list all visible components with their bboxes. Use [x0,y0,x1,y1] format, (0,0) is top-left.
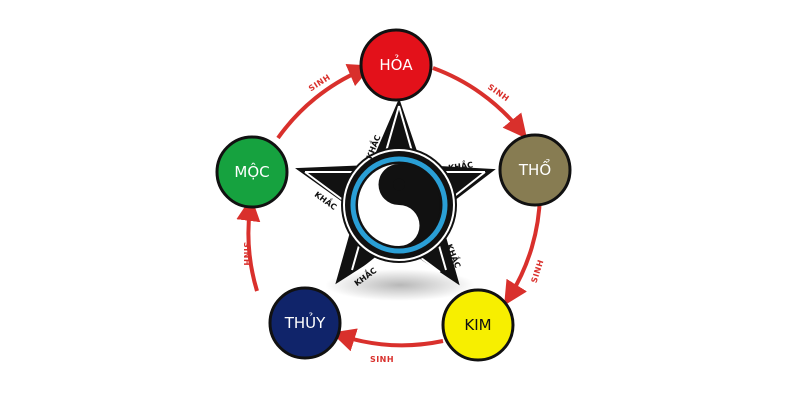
element-node-hoa: HỎA [359,28,433,102]
element-node-kim: KIM [441,288,515,362]
sinh-arrow-hoa-tho [432,66,528,139]
hub-ring [343,149,455,261]
sinh-cycle [236,64,542,352]
yin-yang-icon [350,156,448,254]
element-node-moc: MỘC [215,135,289,209]
element-label-hoa: HỎA [379,54,413,74]
element-label-thuy: THỦY [284,312,326,332]
element-node-tho: THỔ [498,133,572,207]
sinh-label-thuy-moc: SINH [242,242,251,266]
sinh-label-tho-kim: SINH [530,258,546,284]
sinh-arrow-kim-thuy [331,328,444,352]
sinh-arrow-moc-hoa [276,64,373,140]
element-label-moc: MỘC [234,162,269,181]
sinh-arrow-thuy-moc [236,196,261,292]
element-label-tho: THỔ [518,158,551,179]
element-node-thuy: THỦY [268,286,342,360]
sinh-label-kim-thuy: SINH [370,355,394,364]
element-nodes: HỎA THỔ KIM THỦY MỘC [215,28,572,362]
element-label-kim: KIM [464,316,491,334]
star-shadow [325,269,475,301]
